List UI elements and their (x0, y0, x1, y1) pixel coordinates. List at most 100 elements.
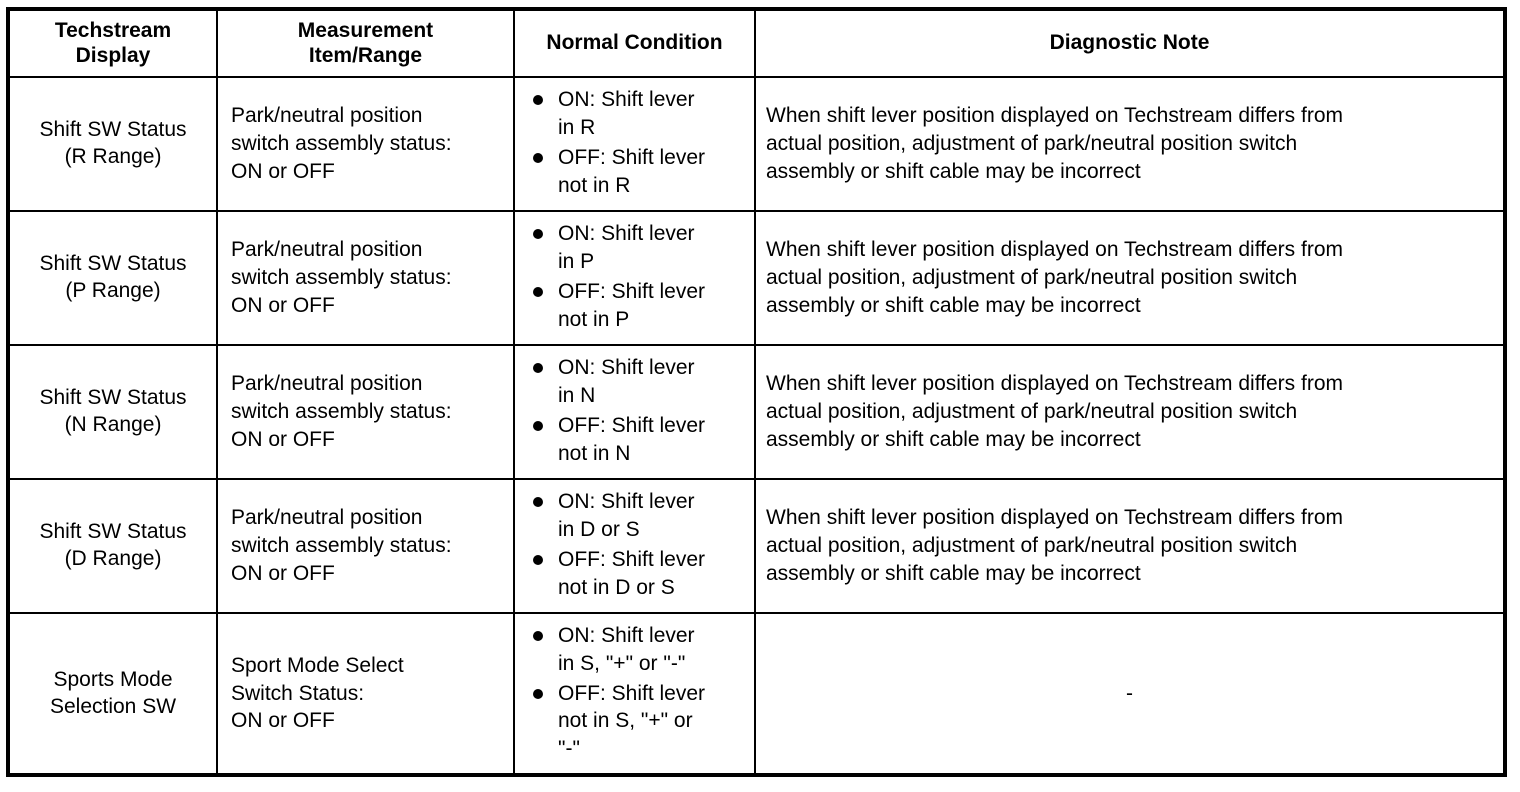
condition-line-1: OFF: Shift lever (558, 681, 706, 705)
bullet-dot-icon (533, 555, 543, 565)
table-row: Sports Mode Selection SW Sport Mode Sele… (7, 612, 1506, 776)
measurement-line-3: ON or OFF (231, 293, 335, 317)
header-line-1: Diagnostic Note (1049, 31, 1210, 55)
column-header-measurement-item-range: Measurement Item/Range (216, 8, 515, 78)
note-line-1: When shift lever position displayed on T… (766, 372, 1343, 396)
condition-line-2: in P (558, 250, 595, 274)
list-item: OFF: Shift lever not in D or S (525, 546, 748, 602)
cell-normal-condition: ON: Shift lever in P OFF: Shift lever no… (513, 210, 756, 346)
header-line-1: Measurement (297, 18, 434, 42)
condition-line-1: ON: Shift lever (558, 356, 695, 380)
note-line-1: When shift lever position displayed on T… (766, 238, 1343, 262)
header-line-1: Techstream (54, 18, 172, 42)
header-line-1: Normal Condition (546, 31, 723, 55)
condition-line-2: in D or S (558, 518, 640, 542)
cell-diagnostic-note: When shift lever position displayed on T… (754, 344, 1506, 480)
condition-line-1: OFF: Shift lever (558, 548, 706, 571)
table-header-row: Techstream Display Measurement Item/Rang… (7, 8, 1506, 78)
bullet-dot-icon (533, 363, 543, 374)
condition-line-1: OFF: Shift lever (558, 414, 706, 437)
condition-bullet-list: ON: Shift lever in P OFF: Shift lever no… (525, 220, 748, 334)
cell-measurement-item-range: Park/neutral position switch assembly st… (216, 344, 515, 480)
bullet-dot-icon (533, 95, 543, 106)
cell-diagnostic-note: When shift lever position displayed on T… (754, 76, 1506, 212)
header-line-2: Item/Range (308, 43, 423, 67)
cell-measurement-item-range: Sport Mode Select Switch Status: ON or O… (216, 612, 515, 776)
display-line-1: Shift SW Status (39, 386, 187, 410)
measurement-line-3: ON or OFF (231, 561, 335, 585)
condition-line-2: not in N (558, 441, 631, 465)
condition-line-1: ON: Shift lever (558, 88, 695, 112)
display-line-2: (D Range) (64, 547, 162, 570)
bullet-dot-icon (533, 153, 543, 163)
cell-measurement-item-range: Park/neutral position switch assembly st… (216, 210, 515, 346)
condition-line-1: OFF: Shift lever (558, 280, 706, 303)
measurement-line-2: Switch Status: (231, 681, 365, 705)
table-row: Shift SW Status (D Range) Park/neutral p… (7, 478, 1506, 614)
cell-diagnostic-note: When shift lever position displayed on T… (754, 478, 1506, 614)
condition-line-2: in N (558, 384, 596, 408)
note-line-2: actual position, adjustment of park/neut… (766, 534, 1298, 558)
list-item: ON: Shift lever in P (525, 220, 748, 276)
table-body: Shift SW Status (R Range) Park/neutral p… (7, 76, 1506, 776)
display-line-1: Sports Mode (53, 667, 173, 691)
condition-line-2: not in P (558, 307, 630, 331)
condition-bullet-list: ON: Shift lever in S, "+" or "-" OFF: Sh… (525, 622, 748, 764)
note-line-2: actual position, adjustment of park/neut… (766, 266, 1298, 290)
note-line-1: - (1126, 681, 1133, 705)
cell-techstream-display: Shift SW Status (P Range) (7, 210, 218, 346)
display-line-2: (N Range) (64, 413, 162, 436)
column-header-diagnostic-note: Diagnostic Note (754, 8, 1506, 78)
cell-measurement-item-range: Park/neutral position switch assembly st… (216, 76, 515, 212)
note-line-3: assembly or shift cable may be incorrect (766, 561, 1141, 585)
measurement-line-3: ON or OFF (231, 427, 335, 451)
measurement-line-3: ON or OFF (231, 159, 335, 183)
cell-normal-condition: ON: Shift lever in D or S OFF: Shift lev… (513, 478, 756, 614)
display-line-1: Shift SW Status (39, 252, 187, 276)
bullet-dot-icon (533, 229, 543, 240)
measurement-line-2: switch assembly status: (231, 400, 452, 424)
list-item: ON: Shift lever in R (525, 86, 748, 142)
bullet-dot-icon (533, 421, 543, 431)
list-item: OFF: Shift lever not in R (525, 144, 748, 200)
column-header-normal-condition: Normal Condition (513, 8, 756, 78)
cell-techstream-display: Shift SW Status (D Range) (7, 478, 218, 614)
list-item: OFF: Shift lever not in N (525, 412, 748, 468)
note-line-3: assembly or shift cable may be incorrect (766, 427, 1141, 451)
display-line-1: Shift SW Status (39, 118, 187, 142)
header-line-2: Display (75, 43, 151, 67)
condition-line-1: ON: Shift lever (558, 222, 695, 246)
display-line-2: (R Range) (64, 145, 162, 168)
measurement-line-1: Sport Mode Select (231, 653, 404, 677)
table-header: Techstream Display Measurement Item/Rang… (7, 8, 1506, 78)
measurement-line-1: Park/neutral position (231, 238, 423, 262)
condition-line-1: ON: Shift lever (558, 623, 695, 647)
bullet-dot-icon (533, 688, 543, 699)
note-line-3: assembly or shift cable may be incorrect (766, 159, 1141, 183)
display-line-2: (P Range) (65, 279, 161, 302)
column-header-techstream-display: Techstream Display (7, 8, 218, 78)
note-line-2: actual position, adjustment of park/neut… (766, 400, 1298, 424)
condition-line-2: in S, "+" or "-" (558, 651, 686, 675)
list-item: ON: Shift lever in S, "+" or "-" (525, 622, 748, 678)
table-row: Shift SW Status (P Range) Park/neutral p… (7, 210, 1506, 346)
list-item: ON: Shift lever in D or S (525, 488, 748, 544)
condition-line-1: ON: Shift lever (558, 490, 695, 514)
condition-line-2: not in S, "+" or (558, 709, 693, 733)
condition-line-2: not in D or S (558, 575, 675, 599)
cell-diagnostic-note: When shift lever position displayed on T… (754, 210, 1506, 346)
note-line-3: assembly or shift cable may be incorrect (766, 293, 1141, 317)
note-line-1: When shift lever position displayed on T… (766, 104, 1343, 128)
cell-measurement-item-range: Park/neutral position switch assembly st… (216, 478, 515, 614)
list-item: OFF: Shift lever not in P (525, 278, 748, 334)
list-item: OFF: Shift lever not in S, "+" or "-" (525, 680, 748, 764)
condition-bullet-list: ON: Shift lever in R OFF: Shift lever no… (525, 86, 748, 200)
measurement-line-1: Park/neutral position (231, 372, 423, 396)
measurement-line-2: switch assembly status: (231, 534, 452, 558)
display-line-2: Selection SW (49, 694, 177, 718)
list-item: ON: Shift lever in N (525, 354, 748, 410)
table-row: Shift SW Status (N Range) Park/neutral p… (7, 344, 1506, 480)
cell-normal-condition: ON: Shift lever in N OFF: Shift lever no… (513, 344, 756, 480)
bullet-dot-icon (533, 630, 543, 641)
